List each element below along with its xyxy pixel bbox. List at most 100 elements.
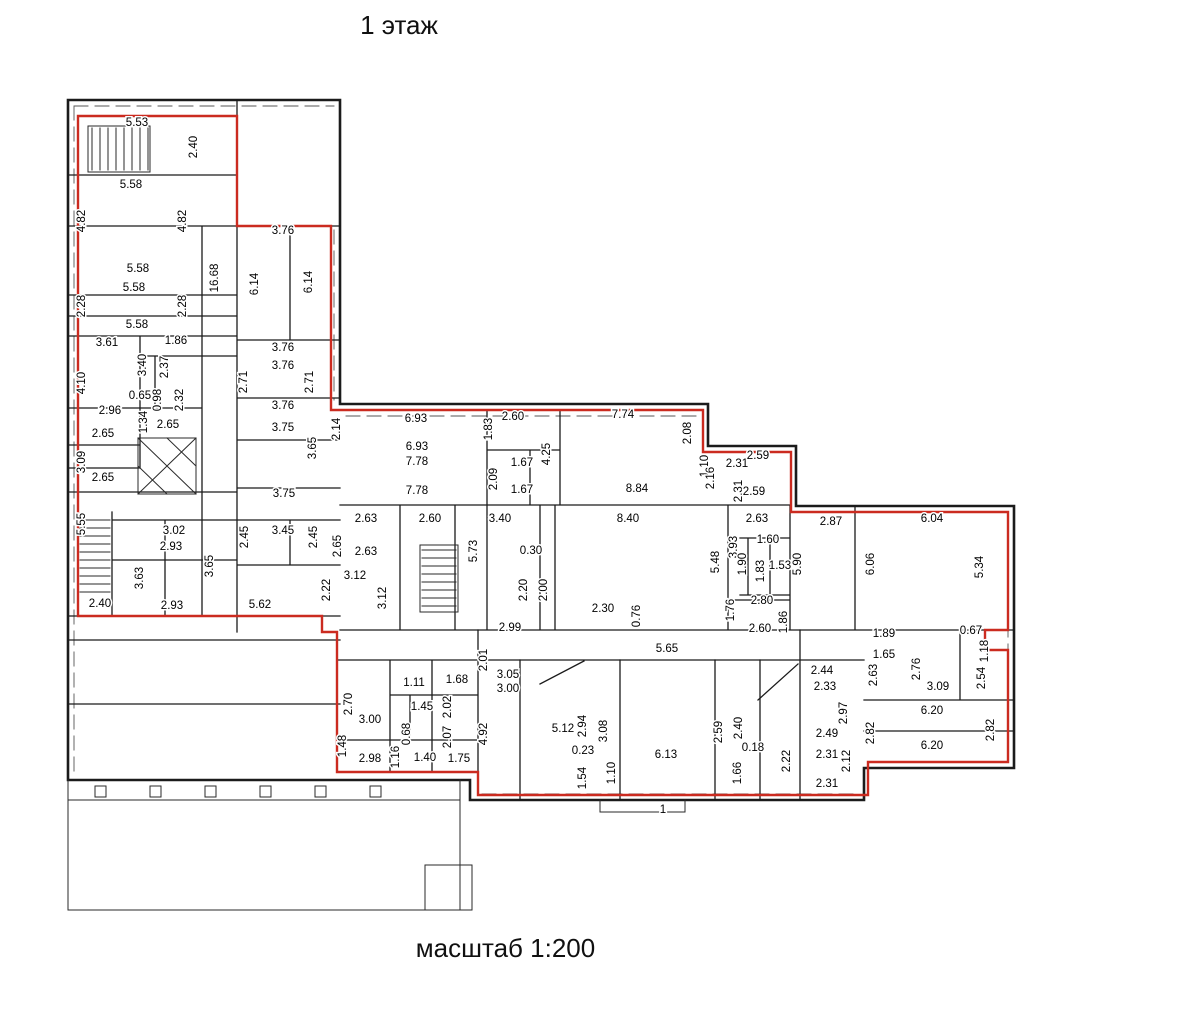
dim-label: 1.68 xyxy=(446,674,468,686)
dim-label: 1.10 xyxy=(606,762,618,784)
exterior-wall-path xyxy=(66,98,1016,802)
interior-walls-bottom xyxy=(336,629,1015,801)
stairs-path xyxy=(79,125,459,613)
dim-label: 2.16 xyxy=(705,467,717,489)
dim-label: 7.78 xyxy=(406,485,428,497)
dim-label: 2.65 xyxy=(92,472,114,484)
dim-label: 4.92 xyxy=(478,723,490,745)
dim-label: 2.70 xyxy=(343,693,355,715)
dim-label: 3.00 xyxy=(359,714,381,726)
dim-label: 6.93 xyxy=(405,413,427,425)
dim-label: 2.71 xyxy=(238,371,250,393)
dim-label: 16.68 xyxy=(209,264,221,293)
dim-label: 1.83 xyxy=(483,418,495,440)
dim-label: 1.48 xyxy=(337,735,349,757)
dim-label: 3.65 xyxy=(307,437,319,459)
dim-label: 2.65 xyxy=(157,419,179,431)
dim-label: 3.93 xyxy=(728,536,740,558)
dim-label: 2.31 xyxy=(733,480,745,502)
dim-label: 5.58 xyxy=(123,282,145,294)
dim-label: 2.32 xyxy=(174,389,186,411)
dim-label: 2.71 xyxy=(304,371,316,393)
scale-label: масштаб 1:200 xyxy=(415,933,596,963)
dim-label: 0.68 xyxy=(401,723,413,745)
dim-label: 2.49 xyxy=(816,728,838,740)
dim-label: 1.67 xyxy=(511,484,533,496)
dim-label: 1.86 xyxy=(165,335,187,347)
dim-label: 2.97 xyxy=(838,702,850,724)
dim-label: 2.12 xyxy=(841,750,853,772)
dim-label: 4.25 xyxy=(541,443,553,465)
dim-label: 0.67 xyxy=(960,625,982,637)
dim-label: 2.76 xyxy=(911,658,923,680)
dim-label: 0.65 xyxy=(129,390,151,402)
dim-label: 6.06 xyxy=(865,553,877,575)
dim-label: 6.13 xyxy=(655,749,677,761)
window-line-path xyxy=(73,105,1009,795)
dim-label: 2.63 xyxy=(355,546,377,558)
dim-label: 2.63 xyxy=(355,513,377,525)
dim-label: 1.40 xyxy=(414,752,436,764)
dim-label: 2.14 xyxy=(331,417,343,440)
dim-label: 3.63 xyxy=(134,567,146,589)
stairs xyxy=(79,125,459,613)
dim-label: 5.62 xyxy=(249,599,271,611)
dim-label: 2.08 xyxy=(682,422,694,444)
dim-label: 6.14 xyxy=(249,272,261,295)
plan-title: 1 этаж xyxy=(360,10,438,40)
dim-label: 1.90 xyxy=(737,553,749,575)
dim-label: 2.59 xyxy=(743,486,765,498)
dim-label: 3.02 xyxy=(163,525,185,537)
dim-label: 3.12 xyxy=(377,587,389,609)
window-lines xyxy=(73,105,1009,795)
dim-label: 3.75 xyxy=(272,422,294,434)
dim-label: 5.58 xyxy=(126,319,148,331)
dim-label: 2.20 xyxy=(518,579,530,601)
dim-label: 2.45 xyxy=(308,526,320,548)
dim-label: 1.11 xyxy=(403,677,425,689)
dim-label: 1.86 xyxy=(778,611,790,633)
dim-label: 2.40 xyxy=(188,136,200,158)
dim-label: 3.40 xyxy=(137,354,149,376)
dim-label: 1.10 xyxy=(699,455,711,477)
interior-walls-wing xyxy=(339,409,1015,701)
dim-label: 4.82 xyxy=(177,210,189,232)
dim-label: 2.94 xyxy=(577,714,589,737)
dim-label: 1.54 xyxy=(577,766,589,789)
dim-label: 7.74 xyxy=(612,409,635,421)
dim-label: 2.93 xyxy=(160,541,182,553)
dim-label: 4.82 xyxy=(76,210,88,232)
dim-label: 2.44 xyxy=(811,665,834,677)
dim-label: 2.80 xyxy=(751,595,773,607)
dim-label: 1.45 xyxy=(411,701,433,713)
dim-label: 2.31 xyxy=(816,778,838,790)
dim-label: 1.60 xyxy=(757,534,779,546)
terrace-outline-path xyxy=(67,779,686,911)
dim-label: 0.98 xyxy=(152,389,164,411)
elevator-shaft xyxy=(137,437,197,495)
dim-label: 2.07 xyxy=(442,726,454,748)
dim-label: 1.16 xyxy=(390,746,402,768)
dim-label: 2.22 xyxy=(321,579,333,601)
dim-label: 2.31 xyxy=(816,749,838,761)
dim-label: 2.65 xyxy=(92,428,114,440)
dim-label: 2.99 xyxy=(499,622,521,634)
dim-label: 6.20 xyxy=(921,740,943,752)
exterior-walls xyxy=(66,98,1016,802)
dim-label: 2.37 xyxy=(159,356,171,378)
dim-label: 1.67 xyxy=(511,457,533,469)
dim-label: 2.28 xyxy=(177,295,189,317)
dim-label: 2.63 xyxy=(868,664,880,686)
dim-label: 1.75 xyxy=(448,753,470,765)
dim-label: 2.93 xyxy=(161,600,183,612)
dim-label: 6.14 xyxy=(303,270,315,293)
dim-label: 3.08 xyxy=(598,720,610,742)
interior-wing-path xyxy=(339,409,1015,701)
dim-label: 8.40 xyxy=(617,513,639,525)
dim-label: 3.65 xyxy=(204,555,216,577)
red-boundary xyxy=(76,114,1010,797)
dim-label: 2.00 xyxy=(538,579,550,601)
dim-label: 2.60 xyxy=(502,411,524,423)
dim-label: 3.76 xyxy=(272,342,294,354)
